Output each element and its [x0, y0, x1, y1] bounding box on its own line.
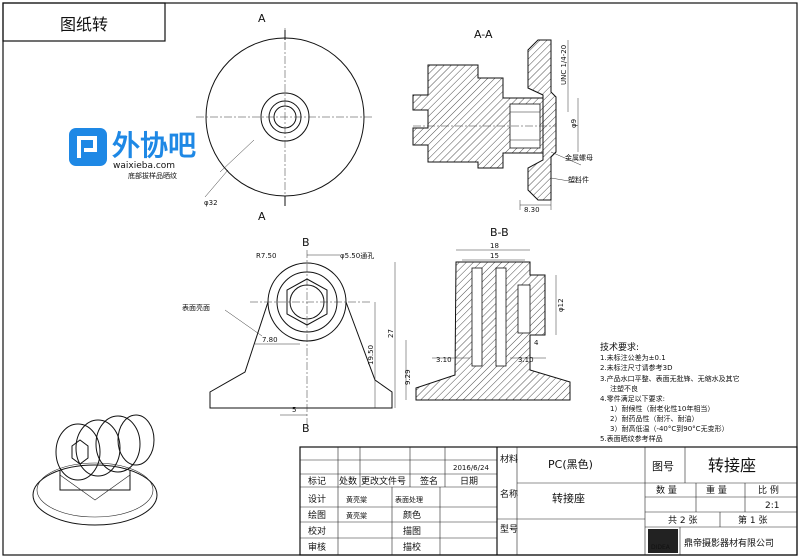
label-box	[2, 2, 166, 42]
bb-dim-15: 15	[490, 252, 499, 260]
section-aa-view	[412, 39, 582, 210]
company-logo: DIDEA	[651, 544, 671, 551]
metal-nut-label: 金属螺母	[565, 153, 593, 162]
front-view	[196, 28, 374, 206]
texture-note: 底部拔样品晒纹	[128, 171, 177, 180]
tb-scale: 比 例	[758, 484, 779, 496]
note-line: 3）耐高低温（-40°C到90°C无变形）	[610, 424, 729, 433]
note-line: 5.表面晒纹参考样品	[600, 434, 663, 443]
tb-color: 颜色	[403, 509, 421, 521]
note-line: 3.产品水口平整、表面无批锋、无缩水及其它	[600, 374, 740, 383]
tb-designer: 黄亮棠	[346, 495, 367, 504]
tb-model-label: 型号	[500, 524, 518, 535]
dim-27: 27	[387, 329, 395, 338]
note-line: 2.未标注尺寸请参考3D	[600, 363, 673, 372]
tb-trace: 描图	[403, 525, 421, 537]
technical-notes: 技术要求: 1.未标注公差为±0.1 2.未标注尺寸请参考3D 3.产品水口平整…	[600, 341, 740, 443]
section-bb-view	[405, 249, 571, 401]
note-line: 1.未标注公差为±0.1	[600, 353, 666, 362]
tb-review: 审核	[308, 541, 326, 553]
watermark-url: waixieba.com	[113, 161, 175, 171]
tb-total: 共 2 张	[668, 515, 697, 526]
hole-label: φ5.50通孔	[340, 251, 374, 260]
isometric-view	[32, 414, 158, 526]
tb-mark: 标记	[308, 475, 326, 487]
tb-weight: 重 量	[706, 484, 727, 496]
tb-date: 2016/6/24	[453, 464, 489, 472]
view-b	[209, 250, 396, 425]
tb-change: 更改文件号	[361, 475, 406, 487]
radius-label: R7.50	[256, 252, 276, 260]
front-diameter: φ32	[204, 199, 218, 207]
tb-drawing-no-label: 图号	[652, 460, 674, 473]
tb-name-value: 转接座	[552, 491, 585, 505]
watermark-brand: 外协吧	[112, 129, 196, 162]
tb-material: PC(黑色)	[548, 457, 593, 471]
section-b-bottom: B	[302, 422, 310, 435]
tb-drawn: 绘图	[308, 509, 326, 521]
thread-spec: UNC 1/4-20	[560, 45, 568, 85]
tb-material-label-1: 材料	[500, 453, 518, 465]
top-left-label: 图纸转	[60, 15, 108, 34]
section-a-top: A	[258, 12, 266, 25]
tb-part-name: 转接座	[708, 456, 756, 475]
tb-surface: 表面处理	[395, 495, 423, 504]
tb-qty: 数 量	[656, 484, 677, 496]
tb-sign: 签名	[420, 475, 438, 487]
tb-scale-value: 2:1	[765, 501, 779, 511]
aa-phi9: φ9	[570, 119, 578, 128]
section-b-top: B	[302, 236, 310, 249]
note-line: 4.零件满足以下要求:	[600, 394, 665, 403]
bb-dim-929: 9.29	[404, 369, 412, 385]
aa-dim-830: 8.30	[524, 206, 540, 214]
tb-trace-check: 描校	[403, 541, 421, 553]
tb-date-header: 日期	[460, 476, 478, 487]
tb-company: 鼎帝摄影器材有限公司	[684, 537, 774, 549]
surface-label: 表面亮面	[182, 303, 210, 312]
plastic-label: 塑料件	[568, 175, 589, 184]
note-line: 2）耐药品性（耐汗、耐油）	[610, 414, 698, 423]
company-logo-mark	[648, 529, 678, 553]
bb-dim-4: 4	[534, 339, 539, 347]
tb-name-label: 名称	[500, 488, 518, 500]
watermark-logo: 外协吧 waixieba.com	[69, 128, 196, 171]
tb-design: 设计	[308, 493, 326, 505]
bb-dim-310b: 3.10	[518, 356, 534, 364]
bb-dim-310a: 3.10	[436, 356, 452, 364]
note-line: 1）耐候性（耐老化性10年相当）	[610, 404, 714, 413]
tb-drafter: 黄亮棠	[346, 511, 367, 520]
tb-zone: 处数	[339, 475, 357, 487]
bb-dim-18: 18	[490, 242, 499, 250]
dim-780: 7.80	[262, 336, 278, 344]
tb-check: 校对	[308, 525, 326, 537]
dim-1950: 19.50	[367, 345, 375, 365]
title-block: 2016/6/24 标记 处数 更改文件号 签名 日期 设计 黄亮棠 表面处理 …	[299, 446, 798, 556]
tb-sheet: 第 1 张	[738, 514, 767, 526]
note-line: 注塑不良	[610, 384, 638, 393]
section-bb-label: B-B	[490, 226, 509, 239]
bb-phi12: φ12	[557, 298, 565, 312]
dim-5: 5	[292, 406, 296, 414]
notes-title: 技术要求:	[600, 341, 639, 353]
section-a-bottom: A	[258, 210, 266, 223]
section-aa-label: A-A	[474, 28, 493, 41]
